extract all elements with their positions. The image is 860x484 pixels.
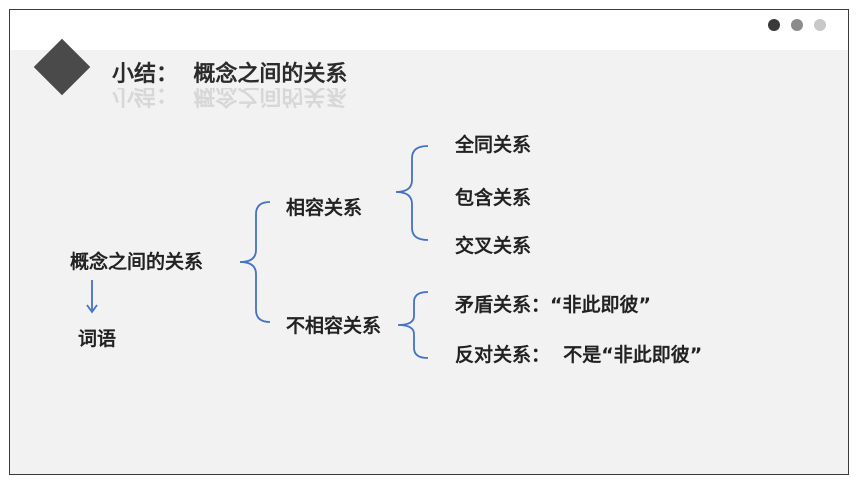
branch-incompatible: 不相容关系 (286, 315, 382, 337)
pagination-dot-2[interactable] (791, 19, 803, 31)
leaf-contradiction: 矛盾关系：“非此即彼” (455, 294, 651, 316)
branch-compatible: 相容关系 (286, 197, 363, 219)
leaf-identity: 全同关系 (455, 134, 532, 156)
content-area (10, 50, 848, 474)
pagination-dot-1[interactable] (768, 19, 780, 31)
pagination-dots (768, 19, 826, 31)
below-root-node: 词语 (78, 328, 117, 350)
leaf-contrariety: 反对关系： 不是“非此即彼” (455, 344, 703, 366)
slide-title: 小结： 概念之间的关系 (112, 62, 348, 87)
compatible-brace (395, 145, 429, 241)
root-node: 概念之间的关系 (70, 251, 204, 273)
arrow-head (86, 304, 98, 314)
leaf-intersection: 交叉关系 (455, 235, 532, 257)
pagination-dot-3[interactable] (814, 19, 826, 31)
leaf-inclusion: 包含关系 (455, 187, 532, 209)
root-brace (239, 201, 271, 323)
incompatible-brace (397, 291, 429, 359)
